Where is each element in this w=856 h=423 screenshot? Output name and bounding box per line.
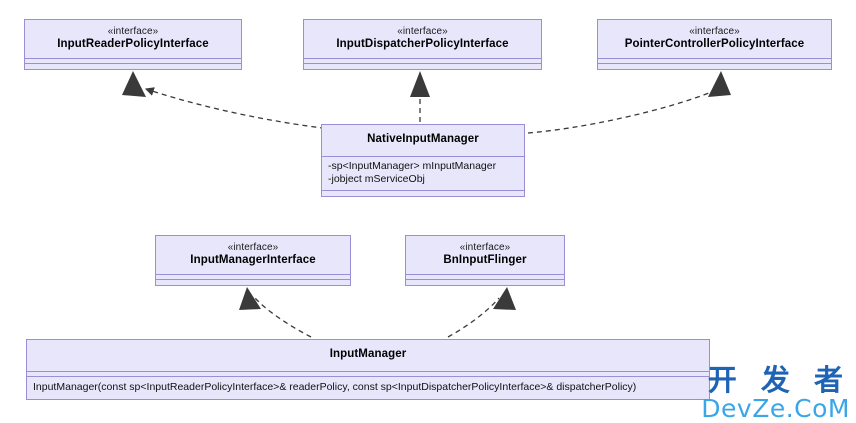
operations-compartment (406, 280, 564, 286)
stereotype-label: «interface» (459, 242, 511, 253)
class-box-native-input-manager[interactable]: NativeInputManager -sp<InputManager> mIn… (321, 124, 525, 198)
class-name: InputManager (329, 348, 407, 360)
operations-compartment (25, 64, 241, 70)
class-name: InputReaderPolicyInterface (57, 37, 209, 50)
class-box-input-manager-interface[interactable]: «interface» InputManagerInterface (155, 235, 351, 287)
class-box-input-manager[interactable]: InputManager InputManager(const sp<Input… (26, 339, 710, 401)
class-name: PointerControllerPolicyInterface (624, 37, 805, 50)
class-name: BnInputFlinger (443, 253, 527, 266)
attributes-compartment (406, 275, 564, 281)
stereotype-label: «interface» (689, 26, 740, 37)
attributes-compartment: -sp<InputManager> mInputManager -jobject… (322, 156, 524, 192)
class-header: «interface» InputReaderPolicyInterface (25, 20, 241, 60)
attribute-row: -sp<InputManager> mInputManager (328, 159, 497, 172)
stereotype-label: «interface» (397, 26, 448, 37)
class-header: «interface» InputManagerInterface (156, 236, 350, 276)
class-header: «interface» InputDispatcherPolicyInterfa… (304, 20, 541, 60)
operations-compartment (304, 64, 541, 70)
stereotype-label: «interface» (227, 242, 279, 253)
class-header: «interface» BnInputFlinger (406, 236, 564, 276)
class-name: InputDispatcherPolicyInterface (336, 37, 509, 50)
watermark-chinese-text: 开 发 者 (707, 363, 850, 397)
attributes-compartment (598, 59, 831, 65)
class-box-input-dispatcher-policy-interface[interactable]: «interface» InputDispatcherPolicyInterfa… (303, 19, 542, 71)
watermark-site-text: DevZe.CoM (701, 394, 850, 423)
edge-nim-to-reader-policy (122, 71, 353, 132)
attributes-compartment (156, 275, 350, 281)
class-box-input-reader-policy-interface[interactable]: «interface» InputReaderPolicyInterface (24, 19, 242, 71)
operations-compartment: InputManager(const sp<InputReaderPolicyI… (27, 376, 709, 400)
attributes-compartment (27, 371, 709, 377)
operation-row: InputManager(const sp<InputReaderPolicyI… (33, 380, 637, 393)
watermark: 开 发 者 DevZe.CoM (701, 363, 850, 423)
class-name: InputManagerInterface (190, 253, 316, 266)
edge-im-to-manager-interface (239, 287, 312, 338)
edge-im-to-bninputflinger (447, 287, 516, 338)
class-header: InputManager (27, 340, 709, 372)
class-header: NativeInputManager (322, 125, 524, 157)
class-header: «interface» PointerControllerPolicyInter… (598, 20, 831, 60)
operations-compartment (156, 280, 350, 286)
attribute-row: -jobject mServiceObj (328, 173, 425, 185)
operations-compartment (598, 64, 831, 70)
edge-nim-to-pointer-policy (527, 71, 731, 134)
class-name: NativeInputManager (367, 133, 479, 145)
class-box-bninputflinger[interactable]: «interface» BnInputFlinger (405, 235, 565, 287)
attributes-compartment (25, 59, 241, 65)
operations-compartment (322, 191, 524, 197)
class-box-pointer-controller-policy-interface[interactable]: «interface» PointerControllerPolicyInter… (597, 19, 832, 71)
stereotype-label: «interface» (107, 26, 159, 37)
attributes-compartment (304, 59, 541, 65)
edge-nim-to-dispatcher-policy (410, 71, 430, 122)
